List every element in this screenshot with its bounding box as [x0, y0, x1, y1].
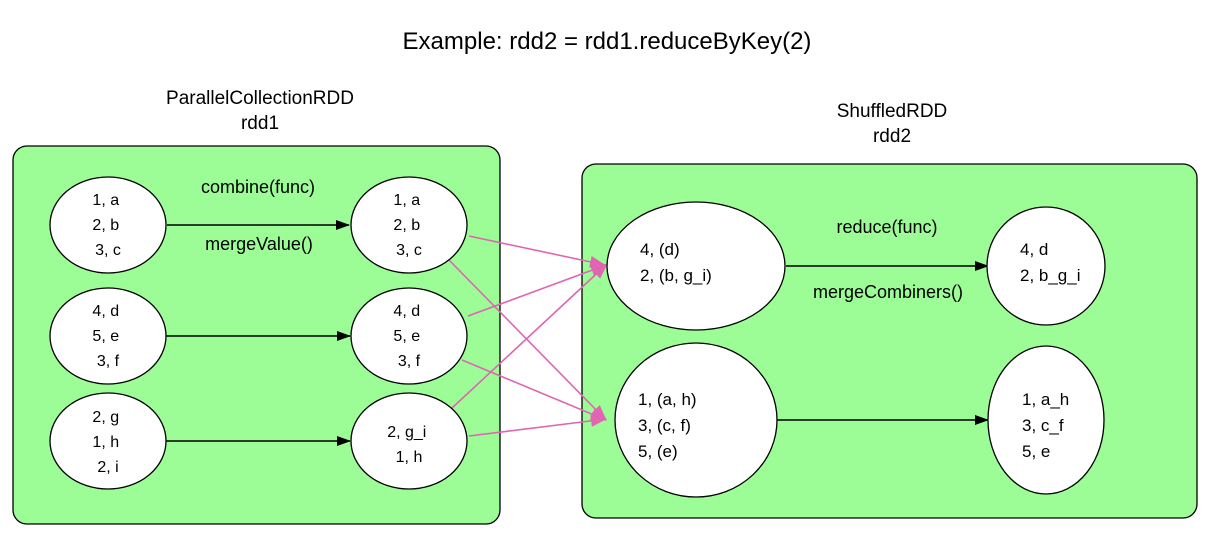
- rdd1-combined-0: [350, 176, 468, 274]
- rdd1-combined-1: [350, 287, 468, 385]
- rdd2-reduced-0-records: 4, d 2, b_g_i: [1020, 240, 1081, 285]
- rdd2-name-label: rdd2: [873, 126, 911, 147]
- shuffle-edge-c0-s0: [468, 235, 606, 268]
- rdd1-combined-0-records: 1, a 2, b 3, c: [393, 192, 424, 259]
- rdd1-partition-2-records: 2, g 1, h 2, i: [92, 409, 123, 476]
- diagram-title: Example: rdd2 = rdd1.reduceByKey(2): [403, 28, 812, 55]
- rdd1-partition-1: [49, 287, 167, 385]
- rdd2-shuffled-1-records: 1, (a, h) 3, (c, f) 5, (e): [638, 390, 701, 461]
- rdd1-combined-1-records: 4, d 5, e 3, f: [393, 303, 424, 370]
- rdd2-shuffled-0-records: 4, (d) 2, (b, g_i): [640, 240, 712, 285]
- rdd1-partition-1-records: 4, d 5, e 3, f: [92, 303, 123, 370]
- combine-edge-label: combine(func): [201, 177, 315, 197]
- rdd1-partition-0: [49, 176, 167, 274]
- rdd2-type-label: ShuffledRDD: [837, 101, 948, 122]
- shuffle-edge-c2-s1: [468, 414, 607, 437]
- rdd2-shuffled-0: [606, 201, 786, 331]
- rdd1-type-label: ParallelCollectionRDD: [166, 88, 354, 109]
- rdd1-partition-2: [49, 392, 167, 490]
- shuffle-edge-c0-s1: [448, 259, 607, 421]
- shuffle-edge-c2-s0: [451, 263, 608, 409]
- rdd1-partition-0-records: 1, a 2, b 3, c: [92, 192, 123, 259]
- rdd2-reduced-0: [986, 206, 1106, 326]
- merge-value-edge-label: mergeValue(): [205, 234, 313, 254]
- rdd2-reduced-1: [987, 345, 1105, 495]
- rdd1-combined-2-records: 2, g_i 1, h: [387, 424, 431, 466]
- rdd2-shuffled-1: [614, 342, 778, 498]
- reduce-edge-label: reduce(func): [836, 217, 937, 237]
- merge-combiners-edge-label: mergeCombiners(): [813, 282, 963, 302]
- rdd1-name-label: rdd1: [241, 113, 279, 134]
- shuffle-edge-c1-s1: [461, 359, 607, 421]
- rdd2-reduced-1-records: 1, a_h 3, c_f 5, e: [1022, 390, 1074, 461]
- rdd1-combined-2: [350, 392, 468, 490]
- shuffle-edge-c1-s0: [467, 264, 607, 317]
